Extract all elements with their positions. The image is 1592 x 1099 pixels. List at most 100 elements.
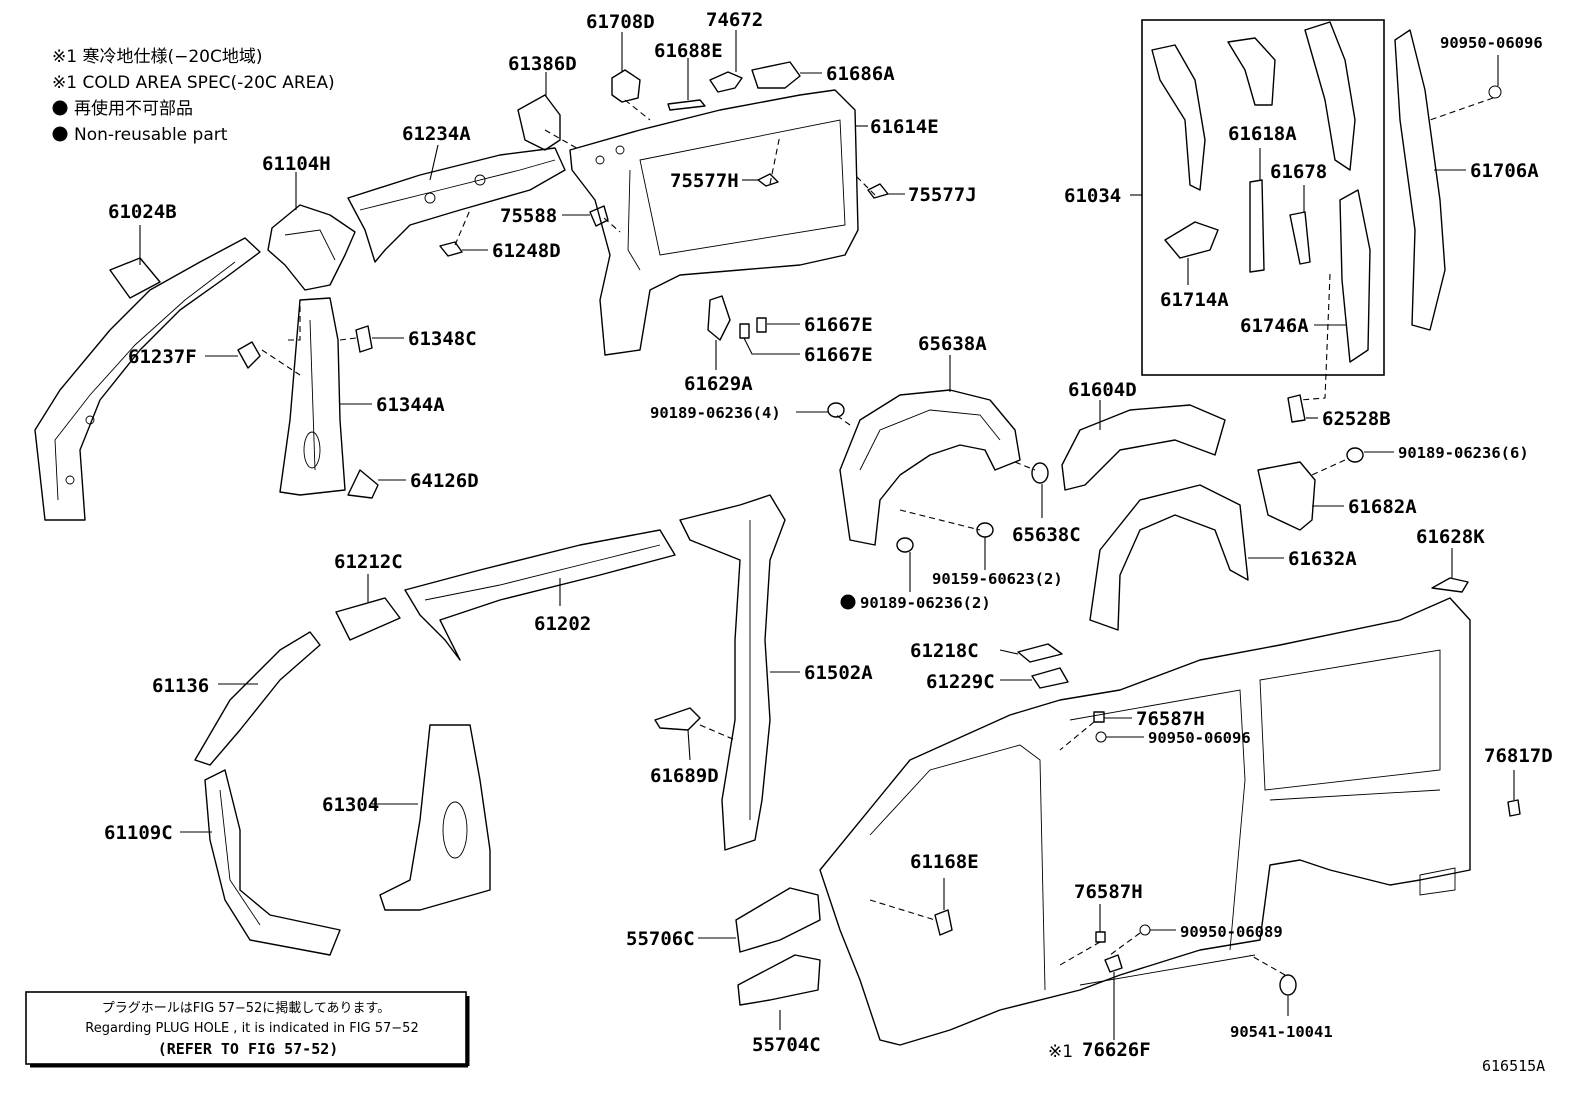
part-61502a-drawing bbox=[679, 494, 786, 851]
part-90189-clip-drawing bbox=[827, 402, 845, 418]
label-61688e: 61688E bbox=[654, 40, 723, 62]
legend-cold-spec-en: ※1 COLD AREA SPEC(-20C AREA) bbox=[52, 73, 335, 93]
part-61237f-drawing bbox=[237, 341, 261, 369]
part-55704c-drawing bbox=[737, 954, 821, 1006]
label-65638c: 65638C bbox=[1012, 524, 1081, 546]
label-61202: 61202 bbox=[534, 613, 591, 635]
label-62528b: 62528B bbox=[1322, 408, 1391, 430]
label-75577h: 75577H bbox=[670, 170, 739, 192]
plug-hole-note-jp: プラグホールはFIG 57−52に掲載してあります。 bbox=[102, 1000, 390, 1016]
label-61629a: 61629A bbox=[684, 373, 753, 395]
part-64126d-drawing bbox=[347, 469, 379, 499]
label-61136: 61136 bbox=[152, 675, 209, 697]
part-90541-drawing bbox=[1279, 974, 1297, 996]
part-76817d-drawing bbox=[1507, 799, 1521, 817]
label-61034: 61034 bbox=[1064, 185, 1121, 207]
part-90189-clip-drawing bbox=[896, 537, 914, 553]
part-62528b-drawing bbox=[1287, 394, 1306, 423]
part-61168e-drawing bbox=[934, 909, 953, 936]
part-61689d-drawing bbox=[654, 707, 701, 731]
label-90541-10041: 90541-10041 bbox=[1230, 1023, 1333, 1041]
part-61034-member-drawing bbox=[1151, 44, 1206, 191]
label-90950-06096-top: 90950-06096 bbox=[1440, 34, 1543, 52]
part-side-outer-panel-drawing bbox=[819, 597, 1471, 1046]
label-61234a: 61234A bbox=[402, 123, 471, 145]
label-90189-06236-4: 90189-06236(4) bbox=[650, 404, 781, 422]
part-90950-06089-drawing bbox=[1139, 924, 1151, 936]
label-55706c: 55706C bbox=[626, 928, 695, 950]
part-75577h-drawing bbox=[757, 173, 779, 187]
label-61604d: 61604D bbox=[1068, 379, 1137, 401]
label-61168e: 61168E bbox=[910, 851, 979, 873]
part-61034-assembly-box bbox=[1141, 19, 1385, 376]
label-61109c: 61109C bbox=[104, 822, 173, 844]
part-76626f-drawing bbox=[1104, 954, 1123, 973]
part-61678-drawing bbox=[1289, 211, 1311, 265]
label-61667e-upper: 61667E bbox=[804, 314, 873, 336]
label-61628k: 61628K bbox=[1416, 526, 1485, 548]
label-75577j: 75577J bbox=[908, 184, 977, 206]
part-61212c-drawing bbox=[335, 597, 401, 641]
leader-lines bbox=[139, 30, 1515, 1040]
part-61714a-drawing bbox=[1164, 221, 1219, 259]
non-reusable-bullet-icon bbox=[840, 594, 856, 610]
part-65638a-drawing bbox=[839, 389, 1021, 546]
label-61689d: 61689D bbox=[650, 765, 719, 787]
part-61229c-drawing bbox=[1031, 667, 1069, 689]
label-76817d: 76817D bbox=[1484, 745, 1553, 767]
legend-non-reusable-en: Non-reusable part bbox=[74, 125, 228, 145]
part-61202-drawing bbox=[404, 529, 676, 661]
part-61109c-drawing bbox=[204, 769, 341, 956]
label-76626f: 76626F bbox=[1082, 1039, 1151, 1061]
part-61614e-drawing bbox=[569, 89, 859, 356]
label-61229c: 61229C bbox=[926, 671, 995, 693]
part-65638c-drawing bbox=[1031, 462, 1049, 484]
part-61136-drawing bbox=[194, 631, 321, 766]
part-61304-drawing bbox=[379, 724, 491, 911]
label-90950-06089: 90950-06089 bbox=[1180, 923, 1283, 941]
part-61688e-drawing bbox=[667, 99, 706, 111]
label-61678: 61678 bbox=[1270, 161, 1327, 183]
label-61248d: 61248D bbox=[492, 240, 561, 262]
part-61632a-drawing bbox=[1089, 484, 1249, 631]
part-90189-clip-drawing bbox=[1346, 447, 1364, 463]
part-61628k-drawing bbox=[1431, 577, 1469, 593]
label-75588: 75588 bbox=[500, 205, 557, 227]
label-61706a: 61706A bbox=[1470, 160, 1539, 182]
label-61212c: 61212C bbox=[334, 551, 403, 573]
label-61104h: 61104H bbox=[262, 153, 331, 175]
part-76587h-drawing bbox=[1095, 931, 1106, 943]
part-90950-06096-drawing bbox=[1488, 85, 1502, 99]
part-55706c-drawing bbox=[735, 887, 821, 953]
label-90189-06236-6: 90189-06236(6) bbox=[1398, 444, 1529, 462]
part-75588-drawing bbox=[589, 205, 609, 227]
part-61667e-drawing bbox=[739, 323, 750, 339]
label-61614e: 61614E bbox=[870, 116, 939, 138]
label-61218c: 61218C bbox=[910, 640, 979, 662]
label-90159-60623-2: 90159-60623(2) bbox=[932, 570, 1063, 588]
figure-id: 616515A bbox=[1482, 1057, 1545, 1075]
plug-hole-note-ref: (REFER TO FIG 57-52) bbox=[158, 1040, 339, 1058]
part-61024b-drawing bbox=[34, 237, 261, 521]
label-61686a: 61686A bbox=[826, 63, 895, 85]
label-55704c: 55704C bbox=[752, 1034, 821, 1056]
part-61682a-drawing bbox=[1257, 461, 1316, 531]
label-61618a: 61618A bbox=[1228, 123, 1297, 145]
legend-non-reusable-jp: 再使用不可部品 bbox=[74, 98, 193, 119]
label-74672: 74672 bbox=[706, 9, 763, 31]
legend-cold-spec-jp: ※1 寒冷地仕様(−20C地域) bbox=[52, 47, 262, 67]
part-76587h-drawing bbox=[1093, 711, 1105, 723]
cold-spec-mark: ※1 bbox=[1048, 1042, 1073, 1062]
part-61604d-drawing bbox=[1061, 404, 1226, 491]
label-90950-06096-mid: 90950-06096 bbox=[1148, 729, 1251, 747]
part-61348c-drawing bbox=[355, 325, 373, 353]
part-61706a-drawing bbox=[1394, 29, 1446, 331]
part-61034-member-drawing bbox=[1227, 37, 1276, 106]
label-61746a: 61746A bbox=[1240, 315, 1309, 337]
label-76587h-upper: 76587H bbox=[1136, 708, 1205, 730]
part-61708d-drawing bbox=[611, 69, 641, 103]
label-61682a: 61682A bbox=[1348, 496, 1417, 518]
part-74672-drawing bbox=[709, 71, 743, 93]
label-65638a: 65638A bbox=[918, 333, 987, 355]
part-90950-06096-drawing bbox=[1095, 731, 1107, 743]
